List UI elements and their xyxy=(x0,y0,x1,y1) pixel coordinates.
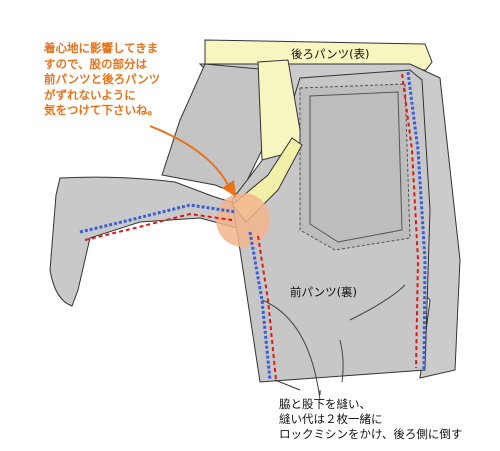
pocket-inner-line xyxy=(309,91,403,243)
stitch-back-side xyxy=(401,73,420,369)
seam-curve-right xyxy=(349,284,406,321)
callout-line-2: すので、股の部分は xyxy=(44,56,148,71)
callout-line-1: 着心地に影響してきま xyxy=(44,41,159,55)
fly-facing xyxy=(257,59,301,161)
callout-line-4: がずれないように xyxy=(44,87,136,102)
front-pants-left-leg xyxy=(49,176,246,307)
overlock-left-leg xyxy=(79,203,237,234)
callout-line-5: 気をつけて下さいね。 xyxy=(44,103,159,117)
callout-text: 着心地に影響してきま すので、股の部分は 前パンツと後ろパンツ がずれないように… xyxy=(44,41,160,119)
stitch-left-leg xyxy=(84,212,233,241)
callout-arrow xyxy=(149,125,229,186)
front-pants-label: 前パンツ(裏) xyxy=(290,285,358,299)
note-leader-1 xyxy=(274,379,301,391)
note-line-3: ロックミシンをかけ、後ろ側に倒す xyxy=(279,427,463,441)
seam-curve-center xyxy=(339,339,344,383)
callout-arrowhead xyxy=(222,180,236,197)
note-line-1: 脇と股下を縫い、 xyxy=(279,397,371,411)
back-pants-label: 後ろパンツ(表) xyxy=(291,47,370,61)
note-line-2: 縫い代は２枚一緒に xyxy=(279,412,383,426)
back-pocket xyxy=(299,83,411,251)
crotch-highlight xyxy=(216,193,270,247)
stitch-front-side xyxy=(257,235,277,381)
sewing-note: 脇と股下を縫い、 縫い代は２枚一緒に ロックミシンをかけ、後ろ側に倒す xyxy=(279,397,462,442)
seam-curve-left xyxy=(261,299,321,401)
callout-line-3: 前パンツと後ろパンツ xyxy=(44,72,161,86)
overlock-front-side xyxy=(248,231,272,381)
